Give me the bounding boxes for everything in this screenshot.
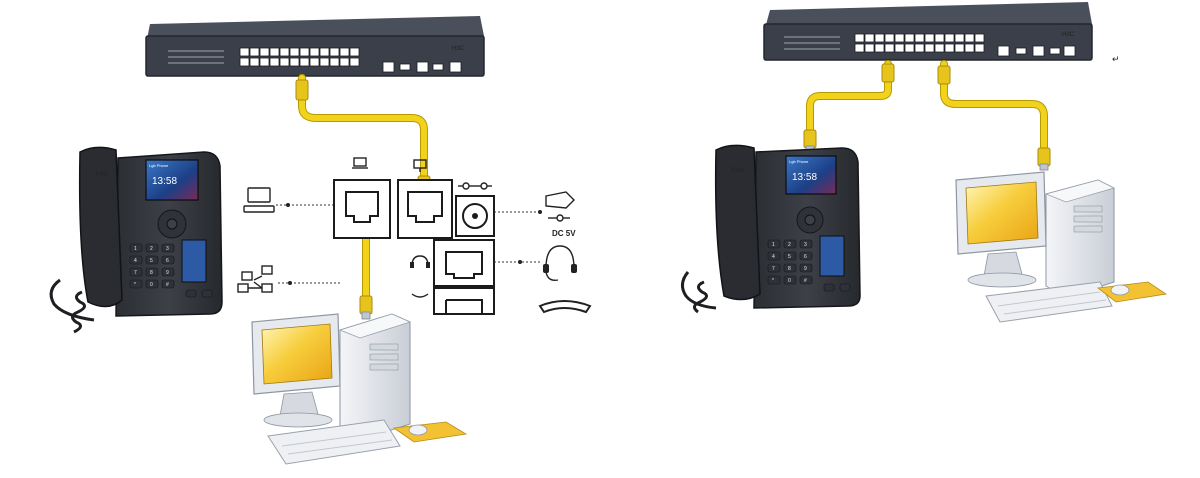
phone-left-account: Lgb Phone	[149, 163, 169, 168]
ip-phone-right: FAN Lgb Phone 13:58 1 2 3 4 5 6 7 8 9 * …	[681, 144, 861, 314]
phone-right-account: Lgb Phone	[789, 159, 809, 164]
phone-left-clock: 13:58	[152, 176, 177, 187]
phone-left-coiled-cord	[71, 290, 86, 334]
computer-right-monitor	[955, 171, 1047, 288]
svg-text:#: #	[804, 278, 807, 284]
dc-voltage-label: DC 5V	[552, 229, 576, 238]
computer-right-monitor-screen	[965, 181, 1039, 245]
handset-small-icon	[411, 293, 429, 298]
svg-text:4: 4	[134, 258, 137, 264]
network-switch-left: H3C	[145, 16, 485, 77]
handset-icon	[538, 300, 592, 314]
dc-plug-symbol-icon	[548, 214, 570, 222]
desktop-computer-right	[955, 171, 1168, 323]
dc-power-symbol-icon	[458, 182, 492, 190]
computer-right-keyboard	[985, 281, 1113, 323]
computer-left-tower	[338, 313, 412, 441]
svg-text:1: 1	[134, 246, 137, 252]
computer-left-keyboard	[267, 419, 401, 465]
pc-port-icon	[352, 157, 368, 169]
computer-left-mouse-pad	[392, 421, 468, 443]
svg-text:7: 7	[134, 270, 137, 276]
headphone-small-icon	[410, 255, 430, 268]
return-mark-icon: ↵	[1112, 54, 1120, 64]
lan-port-icon	[413, 159, 427, 172]
svg-text:0: 0	[788, 278, 791, 284]
switch-right-ports	[854, 33, 1076, 57]
phone-right-handset	[714, 144, 761, 301]
phone-left-brand: FAN	[96, 172, 108, 178]
phone-right-clock: 13:58	[792, 172, 817, 183]
headset-jack	[433, 239, 495, 287]
svg-text:5: 5	[150, 258, 153, 264]
svg-text:9: 9	[166, 270, 169, 276]
svg-text:4: 4	[772, 254, 775, 260]
network-computers-icon	[237, 265, 273, 293]
power-adapter-icon	[545, 191, 575, 209]
svg-text:#: #	[166, 282, 169, 288]
phone-rear-port-panel: DC 5V	[237, 157, 592, 315]
svg-text:*: *	[772, 278, 774, 284]
svg-text:8: 8	[788, 266, 791, 272]
phone-right-brand: FAN	[732, 168, 744, 174]
switch-left-ports	[239, 47, 462, 73]
svg-text:0: 0	[150, 282, 153, 288]
switch-right-brand: H3C	[1062, 32, 1075, 38]
switch-left-led-array	[168, 50, 224, 64]
computer-left-monitor	[251, 313, 341, 428]
svg-text:*: *	[134, 282, 136, 288]
svg-text:2: 2	[788, 242, 791, 248]
svg-text:5: 5	[788, 254, 791, 260]
phone-right-coiled-cord	[693, 280, 708, 314]
phone-left-handset	[78, 146, 123, 308]
svg-text:8: 8	[150, 270, 153, 276]
svg-text:3: 3	[804, 242, 807, 248]
computer-right-mouse	[1110, 284, 1130, 296]
pc-ethernet-jack	[333, 179, 391, 239]
phone-right-display	[785, 155, 837, 195]
computer-left-mouse	[408, 424, 428, 436]
svg-text:9: 9	[804, 266, 807, 272]
phone-right-blf-display	[819, 235, 845, 277]
svg-text:2: 2	[150, 246, 153, 252]
svg-text:7: 7	[772, 266, 775, 272]
phone-left-blf-display	[181, 239, 207, 283]
computer-right-tower	[1044, 179, 1116, 299]
phone-left-keypad: 1 2 3 4 5 6 7 8 9 * 0 #	[129, 243, 213, 298]
computer-left-monitor-screen	[261, 323, 333, 385]
cable-switch-to-computer-right	[937, 60, 1051, 171]
svg-text:6: 6	[166, 258, 169, 264]
desktop-computer-left	[251, 313, 468, 465]
computer-icon	[243, 187, 275, 213]
lan-ethernet-jack	[397, 179, 453, 239]
svg-text:6: 6	[804, 254, 807, 260]
ip-phone-left: FAN Lgb Phone 13:58 1 2 3 4 5 6 7 8 9 * …	[49, 146, 223, 334]
network-switch-right: H3C	[763, 2, 1093, 61]
svg-text:3: 3	[166, 246, 169, 252]
switch-left-brand: H3C	[452, 46, 465, 52]
svg-text:1: 1	[772, 242, 775, 248]
cable-switch-to-phone-right	[803, 60, 895, 153]
phone-right-keypad: 1 2 3 4 5 6 7 8 9 * 0 #	[767, 239, 851, 292]
phone-left-display	[145, 159, 199, 201]
headset-icon	[543, 245, 577, 282]
switch-right-led-array	[784, 36, 840, 50]
computer-right-mouse-pad	[1096, 281, 1168, 303]
